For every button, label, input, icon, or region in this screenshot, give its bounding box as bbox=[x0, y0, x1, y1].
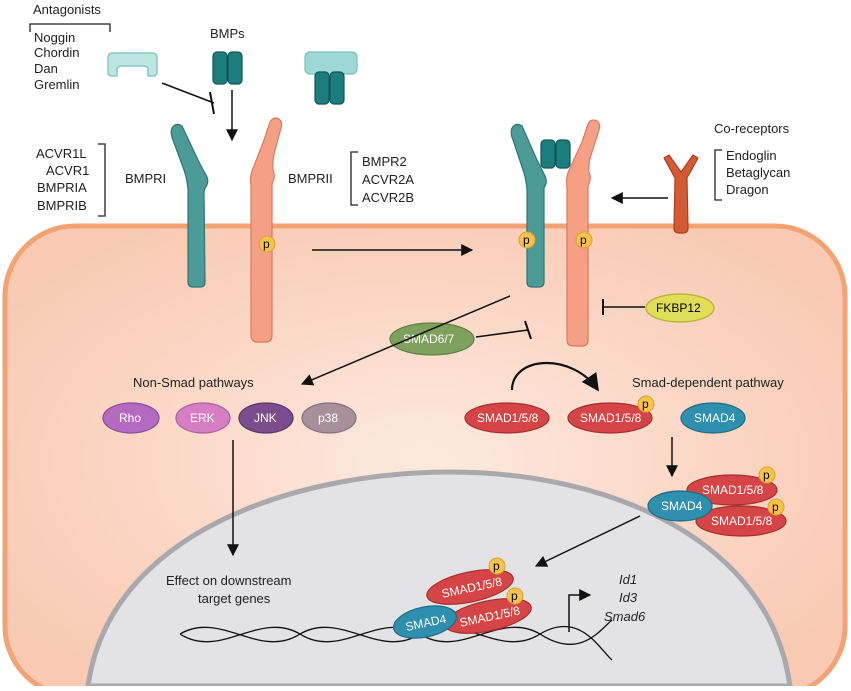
fkbp12-node: FKBP12 bbox=[645, 293, 715, 323]
p38-node: p38 bbox=[301, 402, 357, 434]
effect-label-line2: target genes bbox=[198, 591, 271, 606]
type2-acvr2a: ACVR2A bbox=[362, 172, 414, 187]
antagonist-gremlin: Gremlin bbox=[34, 77, 80, 92]
gene-id3: Id3 bbox=[619, 590, 638, 605]
bmpri-receptor-left bbox=[170, 123, 209, 288]
phosphorylation-curved-arrow bbox=[510, 361, 599, 392]
coreceptors-title: Co-receptors bbox=[714, 121, 790, 136]
smad-complex-cytoplasm: SMAD1/5/8 p SMAD1/5/8 p SMAD4 bbox=[647, 466, 787, 537]
bmp-dimer-bound-icon bbox=[540, 139, 571, 169]
antagonists-title: Antagonists bbox=[33, 2, 101, 17]
svg-text:p: p bbox=[772, 500, 779, 514]
smad-complex-nucleus: SMAD1/5/8 p SMAD1/5/8 p SMAD4 bbox=[392, 557, 532, 639]
type1-bmprib: BMPRIB bbox=[37, 198, 87, 213]
svg-text:SMAD4: SMAD4 bbox=[661, 499, 703, 513]
bmp-dimer-icon bbox=[212, 51, 243, 85]
type1-bmpria: BMPRIA bbox=[37, 180, 87, 195]
jnk-node: JNK bbox=[238, 402, 294, 434]
smad67-node: SMAD6/7 bbox=[389, 322, 475, 356]
smad158-node: SMAD1/5/8 bbox=[464, 402, 550, 434]
svg-text:SMAD6/7: SMAD6/7 bbox=[403, 332, 455, 346]
svg-text:SMAD4: SMAD4 bbox=[694, 411, 736, 425]
phospho-badge: p bbox=[518, 231, 536, 249]
transcription-start-arrow bbox=[568, 589, 592, 632]
antagonists-group: Antagonists Noggin Chordin Dan Gremlin bbox=[29, 2, 111, 92]
svg-text:Rho: Rho bbox=[119, 411, 141, 425]
svg-text:SMAD1/5/8: SMAD1/5/8 bbox=[580, 411, 642, 425]
gene-id1: Id1 bbox=[619, 572, 637, 587]
svg-text:FKBP12: FKBP12 bbox=[656, 301, 701, 315]
antagonist-dan: Dan bbox=[34, 61, 58, 76]
smad67-inhibit-line bbox=[475, 329, 529, 338]
type2-receptor-list: BMPR2 ACVR2A ACVR2B bbox=[350, 151, 414, 206]
non-smad-title: Non-Smad pathways bbox=[133, 375, 254, 390]
type2-bmpr2: BMPR2 bbox=[362, 154, 407, 169]
svg-text:p: p bbox=[763, 468, 770, 482]
antagonists-bracket bbox=[29, 23, 111, 32]
svg-text:SMAD1/5/8: SMAD1/5/8 bbox=[711, 514, 773, 528]
svg-text:p: p bbox=[263, 237, 270, 251]
coreceptor-endoglin: Endoglin bbox=[726, 148, 777, 163]
type1-acvr1: ACVR1 bbox=[46, 163, 89, 178]
coreceptor-betaglycan: Betaglycan bbox=[726, 165, 790, 180]
smad4-node: SMAD4 bbox=[680, 402, 746, 434]
rho-node: Rho bbox=[102, 402, 160, 434]
bmpri-receptor-active bbox=[510, 123, 547, 288]
antagonist-chordin: Chordin bbox=[34, 45, 80, 60]
svg-text:p: p bbox=[523, 233, 530, 247]
svg-text:SMAD1/5/8: SMAD1/5/8 bbox=[702, 483, 764, 497]
type1-acvr1l: ACVR1L bbox=[36, 146, 87, 161]
antagonist-inhibit-bar bbox=[209, 91, 215, 115]
svg-text:p38: p38 bbox=[318, 411, 338, 425]
smad-dependent-title: Smad-dependent pathway bbox=[632, 375, 784, 390]
coreceptor-icon bbox=[663, 154, 699, 234]
smad158-phospho-node: SMAD1/5/8 p bbox=[567, 395, 655, 434]
bmprii-receptor-left bbox=[249, 117, 283, 343]
antagonist-shape bbox=[107, 52, 158, 77]
svg-text:SMAD1/5/8: SMAD1/5/8 bbox=[477, 411, 539, 425]
svg-text:p: p bbox=[580, 233, 587, 247]
non-smad-arrow bbox=[300, 295, 511, 386]
svg-text:p: p bbox=[493, 559, 500, 573]
bmp-antagonist-complex-icon bbox=[304, 51, 358, 105]
bmprii-label: BMPRII bbox=[288, 171, 333, 186]
gene-smad6: Smad6 bbox=[604, 609, 646, 624]
bmps-title: BMPs bbox=[210, 26, 245, 41]
phospho-badge: p bbox=[258, 235, 276, 253]
type1-bracket bbox=[98, 143, 106, 217]
antagonist-noggin: Noggin bbox=[34, 30, 75, 45]
type1-receptor-list: ACVR1L ACVR1 BMPRIA BMPRIB bbox=[36, 143, 106, 217]
antagonist-inhibit-line bbox=[161, 82, 215, 104]
svg-text:p: p bbox=[511, 589, 518, 603]
smad67-inhibit-bar bbox=[524, 320, 532, 340]
nucleus bbox=[85, 469, 793, 689]
svg-text:ERK: ERK bbox=[190, 411, 215, 425]
erk-node: ERK bbox=[175, 402, 231, 434]
type2-acvr2b: ACVR2B bbox=[362, 190, 414, 205]
phospho-badge: p bbox=[575, 231, 593, 249]
complex-to-nucleus-arrow bbox=[534, 515, 641, 567]
svg-text:JNK: JNK bbox=[254, 411, 277, 425]
coreceptors-bracket bbox=[714, 149, 722, 201]
type2-bracket bbox=[350, 151, 358, 206]
svg-text:p: p bbox=[642, 397, 649, 411]
effect-label-line1: Effect on downstream bbox=[166, 573, 292, 588]
coreceptor-dragon: Dragon bbox=[726, 182, 769, 197]
bmpri-label: BMPRI bbox=[125, 171, 166, 186]
